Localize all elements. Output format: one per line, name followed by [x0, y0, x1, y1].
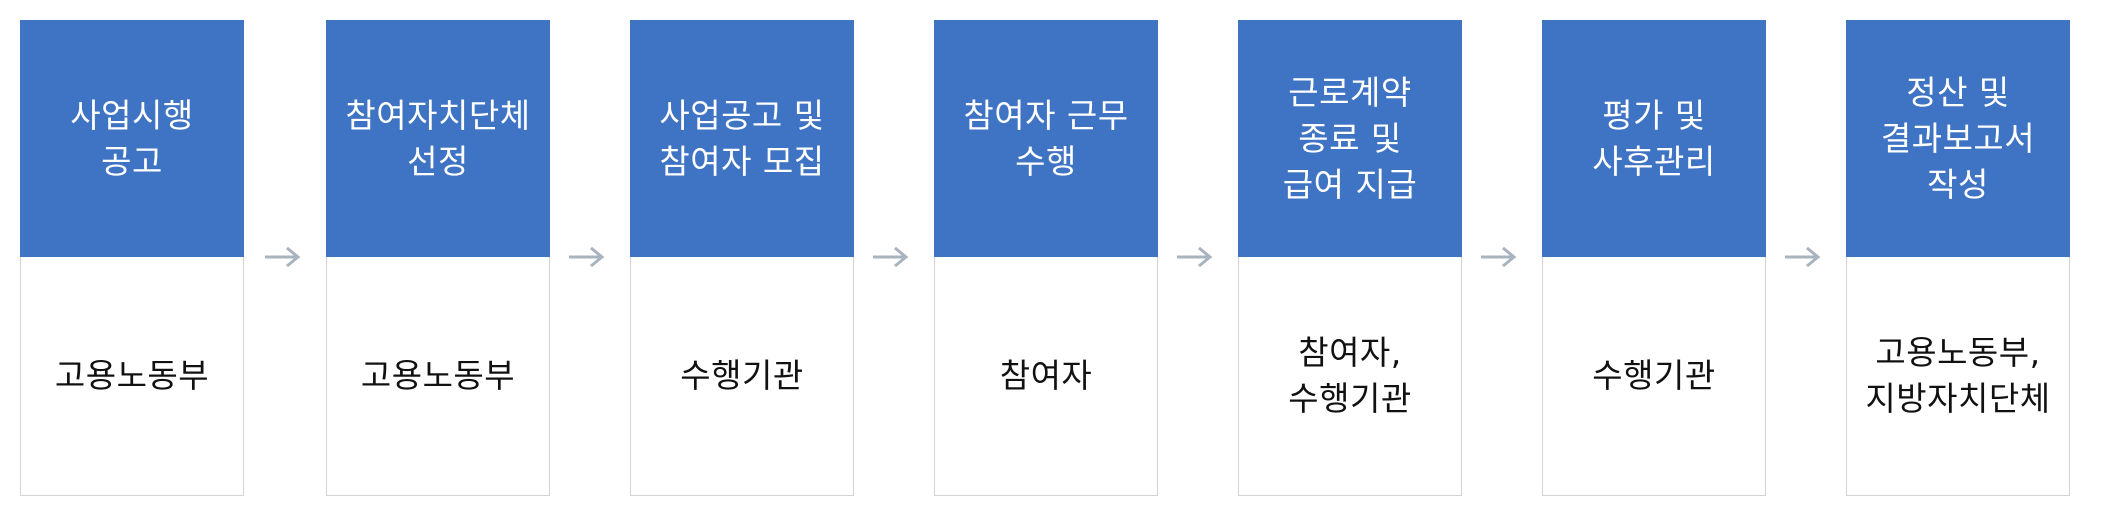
step-5-agent: 참여자, 수행기관 [1288, 333, 1412, 418]
step-7-title: 정산 및 결과보고서 작성 [1880, 72, 2036, 204]
right-arrow-icon [263, 242, 303, 272]
step-5-title: 근로계약 종료 및 급여 지급 [1282, 72, 1418, 204]
step-6-box: 평가 및 사후관리 수행기관 [1542, 20, 1766, 496]
step-1-header: 사업시행 공고 [20, 20, 244, 257]
step-2-title: 참여자치단체 선정 [345, 95, 531, 181]
step-7-header: 정산 및 결과보고서 작성 [1846, 20, 2070, 257]
right-arrow-icon [1175, 242, 1215, 272]
step-4-body: 참여자 [934, 257, 1158, 496]
step-3-box: 사업공고 및 참여자 모집 수행기관 [630, 20, 854, 496]
step-1-agent: 고용노동부 [54, 356, 210, 395]
step-5-box: 근로계약 종료 및 급여 지급 참여자, 수행기관 [1238, 20, 1462, 496]
step-6-body: 수행기관 [1542, 257, 1766, 496]
step-6-header: 평가 및 사후관리 [1542, 20, 1766, 257]
step-3-header: 사업공고 및 참여자 모집 [630, 20, 854, 257]
right-arrow-icon [567, 242, 607, 272]
step-6-agent: 수행기관 [1592, 356, 1716, 395]
step-2-box: 참여자치단체 선정 고용노동부 [326, 20, 550, 496]
step-4-header: 참여자 근무 수행 [934, 20, 1158, 257]
step-3-body: 수행기관 [630, 257, 854, 496]
step-4-title: 참여자 근무 수행 [963, 95, 1129, 181]
step-7-agent: 고용노동부, 지방자치단체 [1865, 333, 2051, 418]
step-1-body: 고용노동부 [20, 257, 244, 496]
right-arrow-icon [1479, 242, 1519, 272]
step-4-agent: 참여자 [999, 356, 1093, 395]
step-5-header: 근로계약 종료 및 급여 지급 [1238, 20, 1462, 257]
step-5-body: 참여자, 수행기관 [1238, 257, 1462, 496]
step-4-box: 참여자 근무 수행 참여자 [934, 20, 1158, 496]
step-2-header: 참여자치단체 선정 [326, 20, 550, 257]
step-3-title: 사업공고 및 참여자 모집 [659, 95, 825, 181]
step-7-body: 고용노동부, 지방자치단체 [1846, 257, 2070, 496]
right-arrow-icon [1783, 242, 1823, 272]
step-7-box: 정산 및 결과보고서 작성 고용노동부, 지방자치단체 [1846, 20, 2070, 496]
right-arrow-icon [871, 242, 911, 272]
step-1-title: 사업시행 공고 [70, 95, 194, 181]
step-2-agent: 고용노동부 [360, 356, 516, 395]
step-3-agent: 수행기관 [680, 356, 804, 395]
step-6-title: 평가 및 사후관리 [1592, 95, 1716, 181]
step-1-box: 사업시행 공고 고용노동부 [20, 20, 244, 496]
step-2-body: 고용노동부 [326, 257, 550, 496]
